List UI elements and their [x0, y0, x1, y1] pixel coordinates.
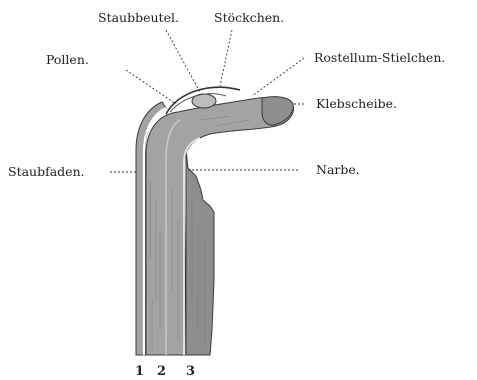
label-pollen: Pollen. — [46, 52, 89, 67]
label-narbe: Narbe. — [316, 162, 360, 177]
leader-rostellum — [252, 58, 304, 96]
narbe-tissue — [186, 150, 214, 355]
label-stoeckchen: Stöckchen. — [214, 10, 284, 25]
leader-staubbeutel — [166, 30, 200, 92]
label-rostellum: Rostellum-Stielchen. — [314, 50, 445, 65]
number-2: 2 — [157, 364, 166, 379]
number-3: 3 — [186, 364, 195, 379]
leader-pollen — [126, 70, 176, 104]
leader-stoeckchen — [220, 30, 232, 86]
number-1: 1 — [135, 364, 144, 379]
label-staubbeutel: Staubbeutel. — [98, 10, 179, 25]
label-klebscheibe: Klebscheibe. — [316, 96, 397, 111]
klebscheibe-shape — [262, 97, 293, 125]
label-staubfaden: Staubfaden. — [8, 164, 85, 179]
